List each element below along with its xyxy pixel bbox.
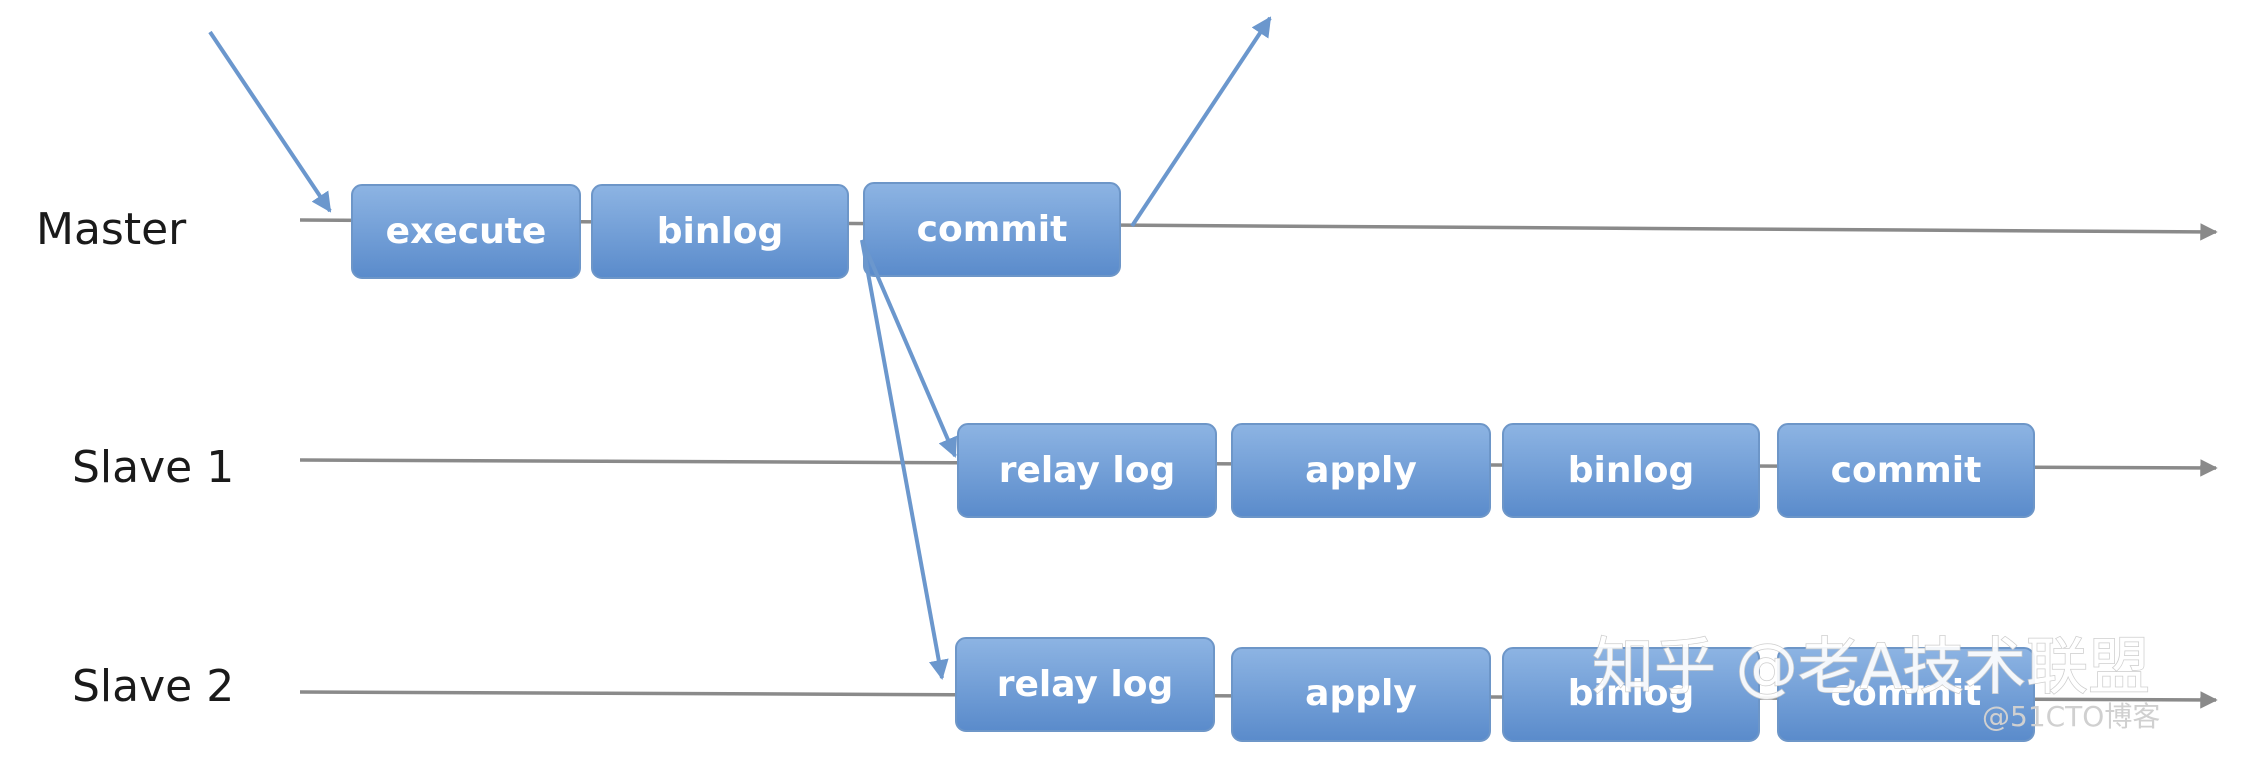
- slave-1-step-binlog-label: binlog: [1568, 450, 1695, 491]
- arrow-binlog-to-slave-1: [860, 239, 958, 458]
- slave-2-step-relay-log-label: relay log: [997, 664, 1174, 705]
- arrow-incoming-request: [208, 30, 332, 213]
- master-step-binlog: binlog: [591, 184, 849, 279]
- slave-1-step-commit: commit: [1777, 423, 2035, 518]
- lane-label-slave-1: Slave 1: [72, 442, 234, 493]
- arrow-binlog-to-slave-2: [860, 239, 949, 680]
- watermark-sub: @51CTO博客: [1982, 700, 2160, 733]
- master-step-commit: commit: [863, 182, 1121, 277]
- master-step-execute-label: execute: [386, 211, 547, 252]
- slave-1-step-relay-log: relay log: [957, 423, 1217, 518]
- timeline-master: [299, 218, 2218, 241]
- slave-1-step-commit-label: commit: [1831, 450, 1982, 491]
- slave-1-step-relay-log-label: relay log: [999, 450, 1176, 491]
- slave-2-step-binlog: binlog: [1502, 647, 1760, 742]
- slave-2-step-binlog-label: binlog: [1568, 673, 1695, 714]
- lane-label-master: Master: [36, 204, 187, 255]
- master-step-execute: execute: [351, 184, 581, 279]
- lane-label-slave-2: Slave 2: [72, 661, 234, 712]
- slave-2-step-commit: commit: [1777, 647, 2035, 742]
- slave-2-step-commit-label: commit: [1831, 673, 1982, 714]
- arrow-outgoing-response: [1130, 16, 1272, 228]
- slave-1-step-binlog: binlog: [1502, 423, 1760, 518]
- slave-1-step-apply-label: apply: [1305, 450, 1417, 491]
- slave-2-step-apply: apply: [1231, 647, 1491, 742]
- master-step-binlog-label: binlog: [657, 211, 784, 252]
- slave-1-step-apply: apply: [1231, 423, 1491, 518]
- slave-2-step-relay-log: relay log: [955, 637, 1215, 732]
- slave-2-step-apply-label: apply: [1305, 673, 1417, 714]
- master-step-commit-label: commit: [917, 209, 1068, 250]
- watermark-main: 知乎 @老A技术联盟: [1592, 630, 2150, 703]
